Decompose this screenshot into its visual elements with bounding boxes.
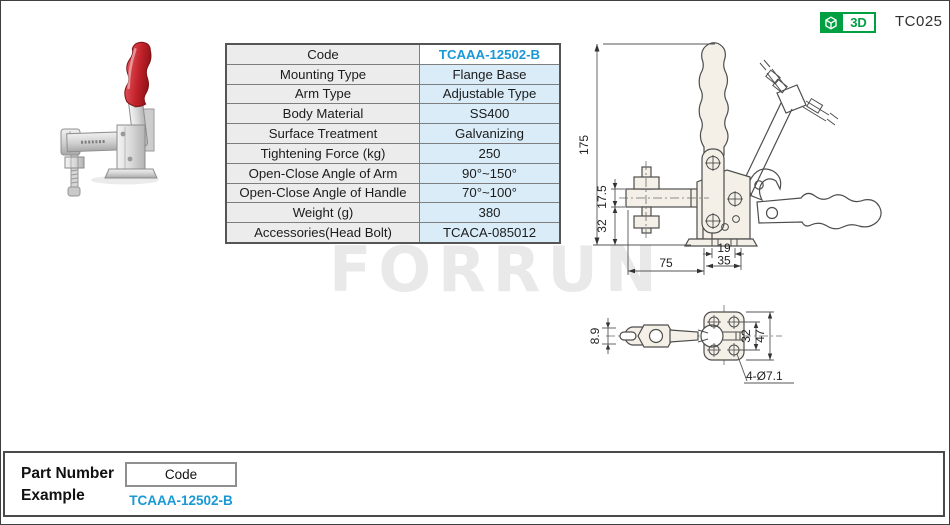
spec-value: 70°~100° xyxy=(419,182,561,204)
3d-badge[interactable]: 3D xyxy=(820,12,876,33)
dim-hole-spacing: 32 xyxy=(739,329,753,343)
spec-label: Weight (g) xyxy=(225,202,420,224)
table-row: Accessories(Head Bolt)TCACA-085012 xyxy=(225,222,561,244)
spec-value: 90°~150° xyxy=(419,162,561,184)
dim-arm-width: 8.9 xyxy=(588,327,602,344)
bottom-view-drawing: 8.9 32 47 4-Ø7.1 xyxy=(588,305,794,384)
spec-label: Tightening Force (kg) xyxy=(225,142,420,164)
watermark-logo: FORRUN xyxy=(329,233,664,306)
spec-label: Surface Treatment xyxy=(225,123,420,144)
dim-plate-height: 47 xyxy=(753,329,767,343)
part-number-title: Part Number Example xyxy=(21,465,115,504)
page-code: TC025 xyxy=(895,13,943,30)
photo-arm xyxy=(66,131,124,153)
spec-value: 250 xyxy=(419,142,561,164)
spec-label: Open-Close Angle of Handle xyxy=(225,182,420,204)
part-number-section: Part Number Example Code TCAAA-12502-B xyxy=(3,451,945,517)
front-view-drawing: 175 17.5 32 75 19 35 xyxy=(577,42,882,275)
dim-base-width: 75 xyxy=(659,256,673,270)
photo-spindle xyxy=(64,152,85,197)
spec-value: 380 xyxy=(419,202,561,224)
dim-flange-width: 35 xyxy=(717,254,731,268)
dim-hole-callout: 4-Ø7.1 xyxy=(746,369,783,383)
spec-label: Arm Type xyxy=(225,83,420,105)
clamp-photo xyxy=(60,41,159,197)
part-number-code-value: TCAAA-12502-B xyxy=(129,493,233,508)
dim-slot-spacing: 19 xyxy=(717,241,731,255)
spec-label: Accessories(Head Bolt) xyxy=(225,222,420,244)
table-row: Tightening Force (kg)250 xyxy=(225,142,561,164)
spec-value-code: TCAAA-12502-B xyxy=(419,43,561,65)
part-number-code-box: Code xyxy=(125,462,237,487)
spec-value: Flange Base xyxy=(419,63,561,85)
spec-label: Mounting Type xyxy=(225,63,420,85)
3d-cube-icon xyxy=(820,12,841,33)
photo-handle xyxy=(124,41,152,107)
dim-overall-height: 175 xyxy=(577,135,591,155)
dim-base-height: 32 xyxy=(595,219,609,233)
spec-label: Body Material xyxy=(225,103,420,125)
spec-value: Galvanizing xyxy=(419,123,561,144)
dim-arm-thickness: 17.5 xyxy=(595,185,609,209)
spec-label: Code xyxy=(225,43,420,65)
spec-label: Open-Close Angle of Arm xyxy=(225,162,420,184)
spec-value: SS400 xyxy=(419,103,561,125)
photo-base xyxy=(104,168,158,179)
3d-badge-label: 3D xyxy=(841,12,876,33)
photo-body xyxy=(116,124,146,172)
spec-value: Adjustable Type xyxy=(419,83,561,105)
table-row: Weight (g)380 xyxy=(225,202,561,224)
spec-value: TCACA-085012 xyxy=(419,222,561,244)
